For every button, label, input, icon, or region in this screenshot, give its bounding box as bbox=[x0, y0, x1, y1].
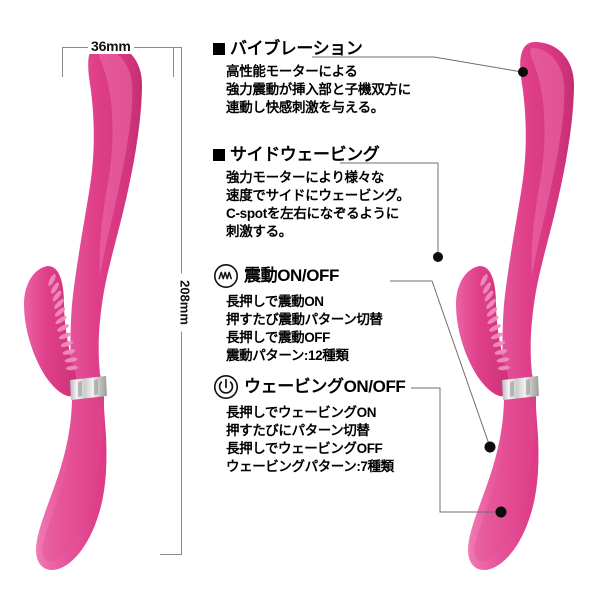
dimension-width-tick-right bbox=[173, 47, 174, 77]
section-waving-onoff-heading: ウェービングON/OFF bbox=[213, 374, 406, 400]
section-vibration-onoff-title: 震動ON/OFF bbox=[244, 265, 340, 285]
power-icon bbox=[213, 374, 239, 400]
section-vibration-body: 高性能モーターによる 強力震動が挿入部と子機双方に 連動し快感刺激を与える。 bbox=[226, 63, 411, 115]
dimension-height-label: 208mm bbox=[175, 273, 195, 332]
section-vibration-heading: バイブレーション bbox=[213, 39, 411, 59]
square-bullet-icon bbox=[213, 149, 225, 162]
vibration-wave-icon bbox=[213, 263, 239, 289]
section-side-waving: サイドウェービング 強力モーターにより様々な 速度でサイドにウェービング。 C-… bbox=[213, 145, 410, 241]
section-side-waving-title: サイドウェービング bbox=[230, 145, 380, 164]
section-vibration-onoff-body: 長押しで震動ON 押すたび震動パターン切替 長押しで震動OFF 震動パターン:1… bbox=[226, 294, 383, 363]
product-left bbox=[8, 36, 168, 588]
dimension-height-tick-bottom bbox=[160, 554, 182, 555]
section-vibration: バイブレーション 高性能モーターによる 強力震動が挿入部と子機双方に 連動し快感… bbox=[213, 39, 411, 117]
section-waving-onoff: ウェービングON/OFF 長押しでウェービングON 押すたびにパターン切替 長押… bbox=[213, 374, 406, 476]
dimension-height-tick-top bbox=[160, 47, 182, 48]
section-side-waving-body: 強力モーターにより様々な 速度でサイドにウェービング。 C-spotを左右になぞ… bbox=[226, 169, 410, 239]
section-vibration-title: バイブレーション bbox=[230, 39, 363, 58]
section-vibration-onoff: 震動ON/OFF 長押しで震動ON 押すたび震動パターン切替 長押しで震動OFF… bbox=[213, 263, 383, 365]
dimension-width-tick-left bbox=[62, 47, 63, 77]
section-vibration-onoff-heading: 震動ON/OFF bbox=[213, 263, 383, 289]
dimension-width-label: 36mm bbox=[88, 38, 134, 54]
section-side-waving-heading: サイドウェービング bbox=[213, 145, 410, 165]
section-waving-onoff-body: 長押しでウェービングON 押すたびにパターン切替 長押しでウェービングOFF ウ… bbox=[226, 405, 394, 474]
square-bullet-icon bbox=[213, 43, 225, 56]
section-waving-onoff-title: ウェービングON/OFF bbox=[244, 376, 406, 396]
product-right bbox=[440, 36, 600, 588]
